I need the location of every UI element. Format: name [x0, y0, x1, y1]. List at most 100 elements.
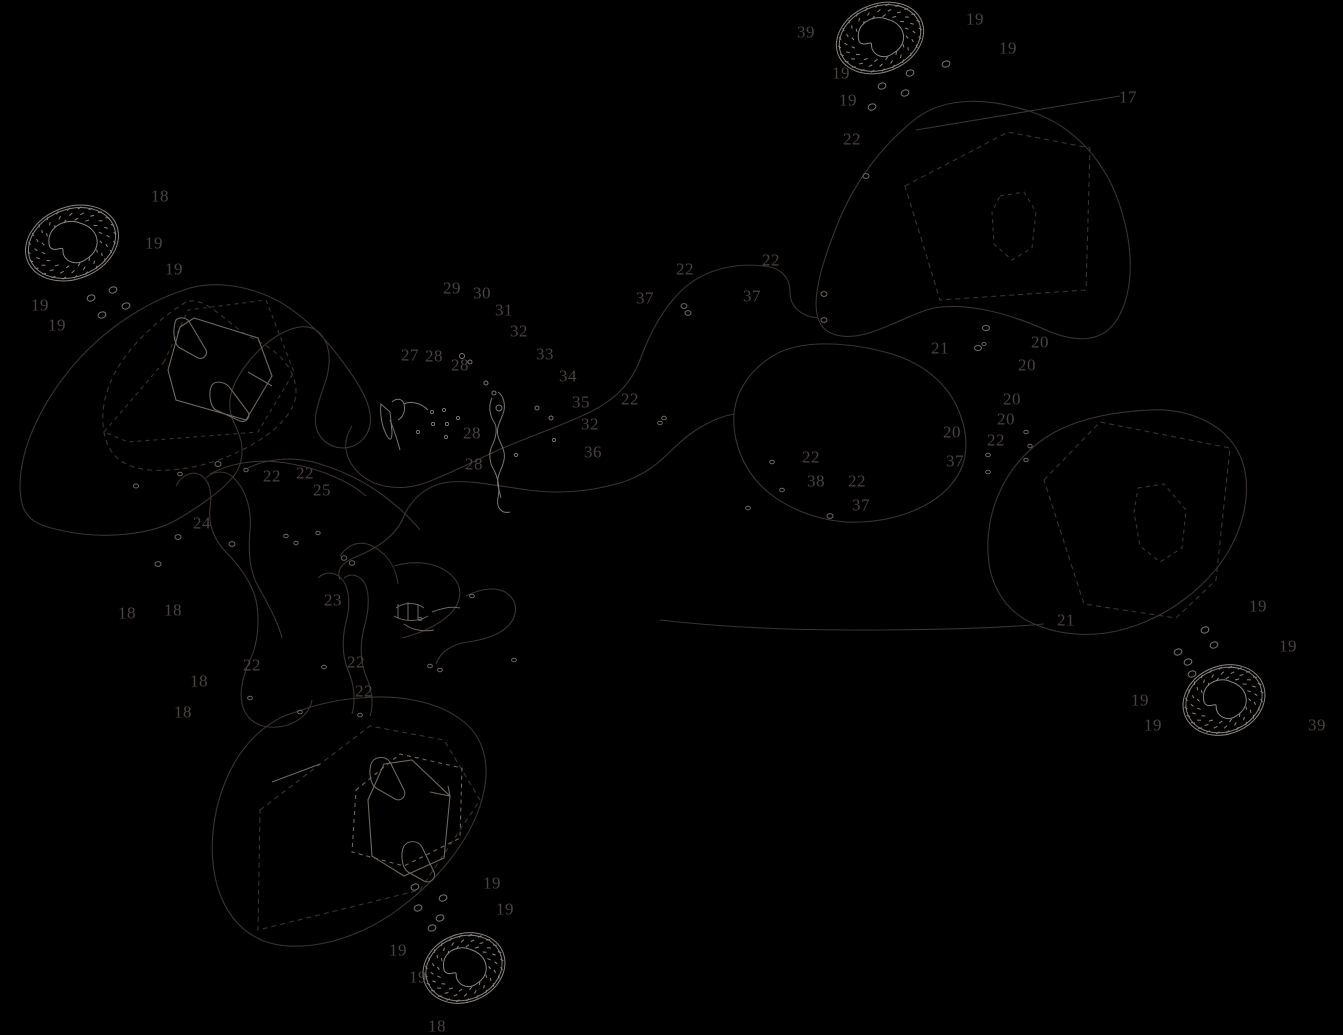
disc-hatch-tick: [1207, 682, 1210, 687]
disc-hatch-tick: [895, 4, 900, 7]
disc-hatch-tick: [904, 8, 909, 10]
long-web-left: [339, 542, 399, 585]
detail-dot-c: [467, 359, 473, 365]
disc-hatch-tick: [870, 69, 875, 73]
disc-hatch-tick: [424, 974, 428, 978]
disc-hatch-tick: [460, 939, 465, 943]
disc-hatch-tick: [69, 212, 73, 217]
disc-hatch-tick: [1204, 724, 1209, 726]
blob-middle-right-outline: [733, 343, 967, 523]
disc-top-right: [835, 1, 925, 75]
fastener-trails: [86, 60, 1219, 932]
reference-label-19: 19: [483, 873, 501, 893]
disc-hatch-tick: [110, 223, 115, 226]
blob-lower-left-tick: [429, 785, 451, 797]
disc-hatch-tick: [41, 229, 43, 234]
disc-hatch-tick: [912, 30, 916, 34]
reference-label-19: 19: [839, 90, 857, 110]
disc-outer-rim-inner: [27, 207, 117, 279]
reference-label-19: 19: [999, 38, 1017, 58]
disc-hatch-tick: [440, 942, 443, 947]
disc-hatch-tick: [1249, 709, 1252, 714]
disc-hatch-tick: [82, 266, 86, 271]
disc-outer-rim-inner: [838, 4, 922, 72]
disc-hatch-tick: [838, 36, 842, 40]
detail-hook-27d: [389, 419, 401, 451]
disc-hatch-tick: [470, 939, 475, 943]
disc-hatch-tick: [1196, 686, 1199, 691]
disc-hatch-tick: [1215, 677, 1219, 682]
detail-hook-27c: [403, 401, 429, 411]
disc-hatch-tick: [904, 27, 909, 30]
disc-hatch-tick: [1229, 718, 1233, 723]
disc-hatch-tick: [1234, 722, 1237, 726]
disc-hatch-tick: [844, 42, 848, 46]
disc-hatch-tick: [885, 56, 889, 61]
reference-label-22: 22: [243, 655, 261, 675]
blob-lower-left-plate-outer: [367, 759, 451, 877]
disc-hatch-tick: [497, 950, 502, 954]
disc-hatch-tick: [486, 939, 491, 941]
blob-lower-right-outline: [987, 409, 1248, 635]
disc-hatch-tick: [1253, 676, 1257, 678]
disc-hatch-tick: [856, 13, 858, 17]
scattered-fasteners: [132, 173, 1033, 718]
disc-hatch-tick: [485, 974, 488, 978]
reference-label-17: 17: [1119, 87, 1137, 107]
disc-hatch-tick: [458, 988, 463, 992]
disc-hatch-tick: [109, 249, 113, 254]
disc-hatch-tick: [1245, 721, 1248, 726]
link-arm-23b: [343, 574, 373, 717]
disc-hatch-tick: [1190, 703, 1194, 707]
disc-hatch-tick: [437, 995, 442, 997]
disc-outer-rim: [1182, 664, 1266, 736]
reference-label-21: 21: [1057, 610, 1075, 630]
disc-hatch-tick: [902, 59, 904, 63]
disc-hatch-tick: [904, 16, 909, 18]
disc-hatch-tick: [918, 36, 922, 40]
link-arm-23: [317, 572, 355, 715]
hatched-disc-group: [24, 1, 1266, 1004]
disc-hatch-tick: [36, 238, 39, 243]
detail-cluster-mid: [393, 602, 461, 632]
detail-dot-d: [483, 380, 489, 386]
mid-detail-tail: [431, 606, 461, 613]
disc-hatch-tick: [1203, 679, 1205, 684]
reference-label-27: 27: [401, 345, 419, 365]
disc-hatch-tick: [73, 275, 78, 279]
disc-hatch-tick: [469, 986, 473, 991]
disc-hatch-tick: [1188, 689, 1191, 693]
blob-upper-left-slot-a: [173, 317, 208, 359]
disc-hatch-tick: [440, 958, 443, 962]
reference-label-18: 18: [118, 603, 136, 623]
connector-arm-curve: [393, 562, 461, 639]
reference-label-22: 22: [848, 471, 866, 491]
disc-hatch-tick: [1225, 676, 1230, 680]
disc-outer-rim-inner: [425, 934, 503, 1002]
disc-hatch-tick: [855, 53, 860, 56]
reference-label-34: 34: [559, 366, 577, 386]
detail-dot-j: [444, 421, 450, 427]
disc-hatch-tick: [497, 975, 500, 979]
disc-hatch-tick: [489, 977, 492, 982]
disc-hatch-tick: [49, 269, 54, 272]
disc-hatch-tick: [48, 221, 51, 226]
connector-band-upper: [345, 264, 819, 489]
reference-label-22: 22: [762, 250, 780, 270]
disc-hatch-tick: [887, 8, 892, 12]
fastener-trail-bottom-left: [410, 883, 448, 932]
disc-hatch-tick: [90, 214, 95, 217]
disc-hatch-tick: [425, 965, 428, 970]
disc-hatch-tick: [864, 7, 868, 12]
reference-label-20: 20: [1018, 355, 1036, 375]
disc-hatch-tick: [851, 46, 856, 49]
disc-hatch-tick: [77, 262, 81, 267]
disc-hatch-tick: [458, 934, 462, 938]
disc-hatch-tick: [38, 224, 40, 228]
disc-hatch-tick: [430, 971, 434, 975]
disc-hatch-tick: [885, 3, 890, 7]
disc-hatch-tick: [911, 38, 914, 43]
detail-dot-p: [513, 452, 519, 458]
